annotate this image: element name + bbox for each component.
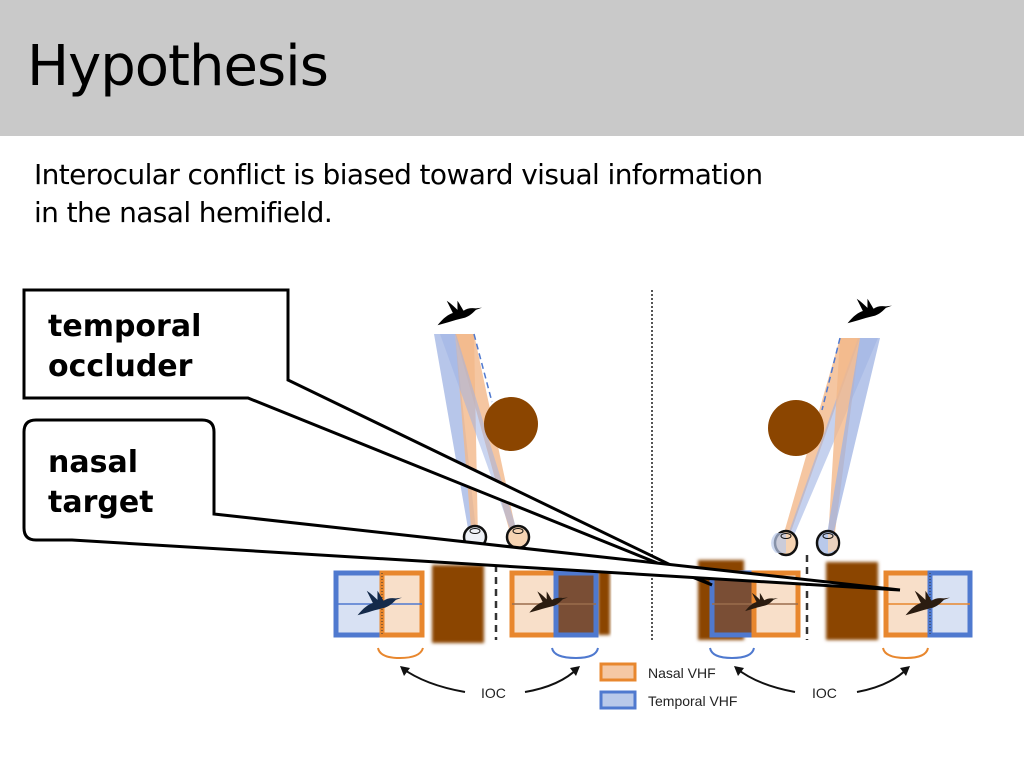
left-eye-view-2 [509,565,610,638]
ioc-arrowhead-left-a [400,666,410,676]
eye-left-2 [505,524,531,550]
ioc-arrow-left-a [401,667,466,693]
legend-label-temporal: Temporal VHF [648,693,737,709]
occluder-disk-left [484,397,538,451]
ioc-arrowhead-right-b [900,666,910,676]
hypothesis-statement: Interocular conflict is biased toward vi… [34,156,854,232]
slide-title: Hypothesis [27,34,329,99]
callout-temporal-line2: occluder [48,349,193,384]
temporal-ray-right-b [826,338,880,540]
eye-right-2 [815,529,841,557]
ioc-arrow-right-a [735,667,796,693]
occluder-disk-right [768,400,824,456]
legend-label-nasal: Nasal VHF [648,665,716,681]
bracket-right-nasal [882,647,929,660]
callout-nasal-line1: nasal [48,445,138,480]
ioc-arrow-right-b [856,667,909,693]
legend-swatch-nasal [599,662,637,682]
ioc-label-left: IOC [481,685,506,701]
callout-nasal-target: nasal target [22,418,901,592]
callout-temporal-occluder: temporal occluder [22,288,713,587]
dashed-ray-right [821,337,841,411]
occluder-block-right [826,562,878,640]
legend-swatch-temporal [599,690,637,710]
statement-line-2: in the nasal hemifield. [34,196,333,229]
left-scene [434,300,538,550]
bird-icon-right [847,298,892,324]
temporal-ray-left-a [434,334,477,540]
bracket-left-temporal [551,647,599,660]
ioc-arrow-left-b [524,667,579,693]
ioc-arrowhead-left-b [570,666,580,676]
ioc-label-right: IOC [812,685,837,701]
right-scene [768,298,892,640]
occluder-block-left [432,565,484,643]
bird-icon-left [437,300,482,326]
left-eye-view-1 [333,570,425,638]
bracket-left-nasal [377,647,424,660]
title-bar: Hypothesis [0,0,1024,136]
bracket-right-temporal [709,647,755,660]
dashed-ray-left [473,333,493,403]
right-eye-view-2 [883,570,973,638]
eye-right-1 [771,529,799,557]
statement-line-1: Interocular conflict is biased toward vi… [34,158,763,191]
callout-nasal-line2: target [48,485,154,520]
legend: Nasal VHF Temporal VHF [599,662,737,710]
ioc-arrowhead-right-a [734,666,744,676]
callout-temporal-line1: temporal [48,309,201,344]
